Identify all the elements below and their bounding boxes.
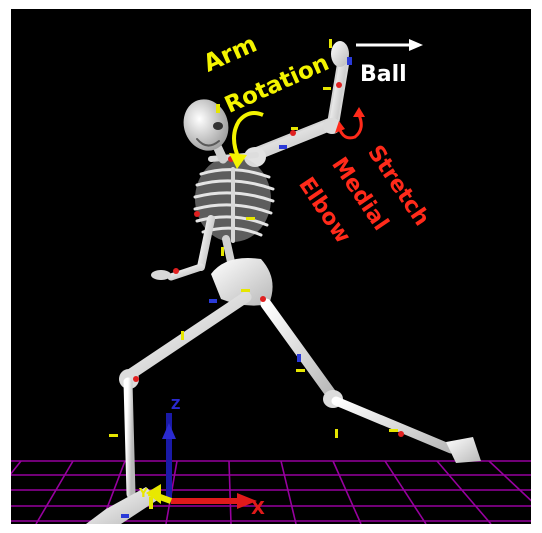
floor-grid <box>11 461 531 524</box>
skeleton-scene: Z X Y Arm Rotation Ball Elbow Medial Str… <box>11 9 531 524</box>
right-arrow-head-icon <box>409 39 423 51</box>
stretch-arrow-head-right-icon <box>353 107 365 117</box>
z-axis-head-icon <box>162 423 176 439</box>
coordinate-axes: Z X Y <box>138 398 265 519</box>
y-axis-label: Y <box>138 486 148 500</box>
x-axis-label: X <box>251 498 265 519</box>
z-axis-label: Z <box>171 398 180 413</box>
skeleton <box>86 39 481 524</box>
ball-label: Ball <box>360 62 407 87</box>
